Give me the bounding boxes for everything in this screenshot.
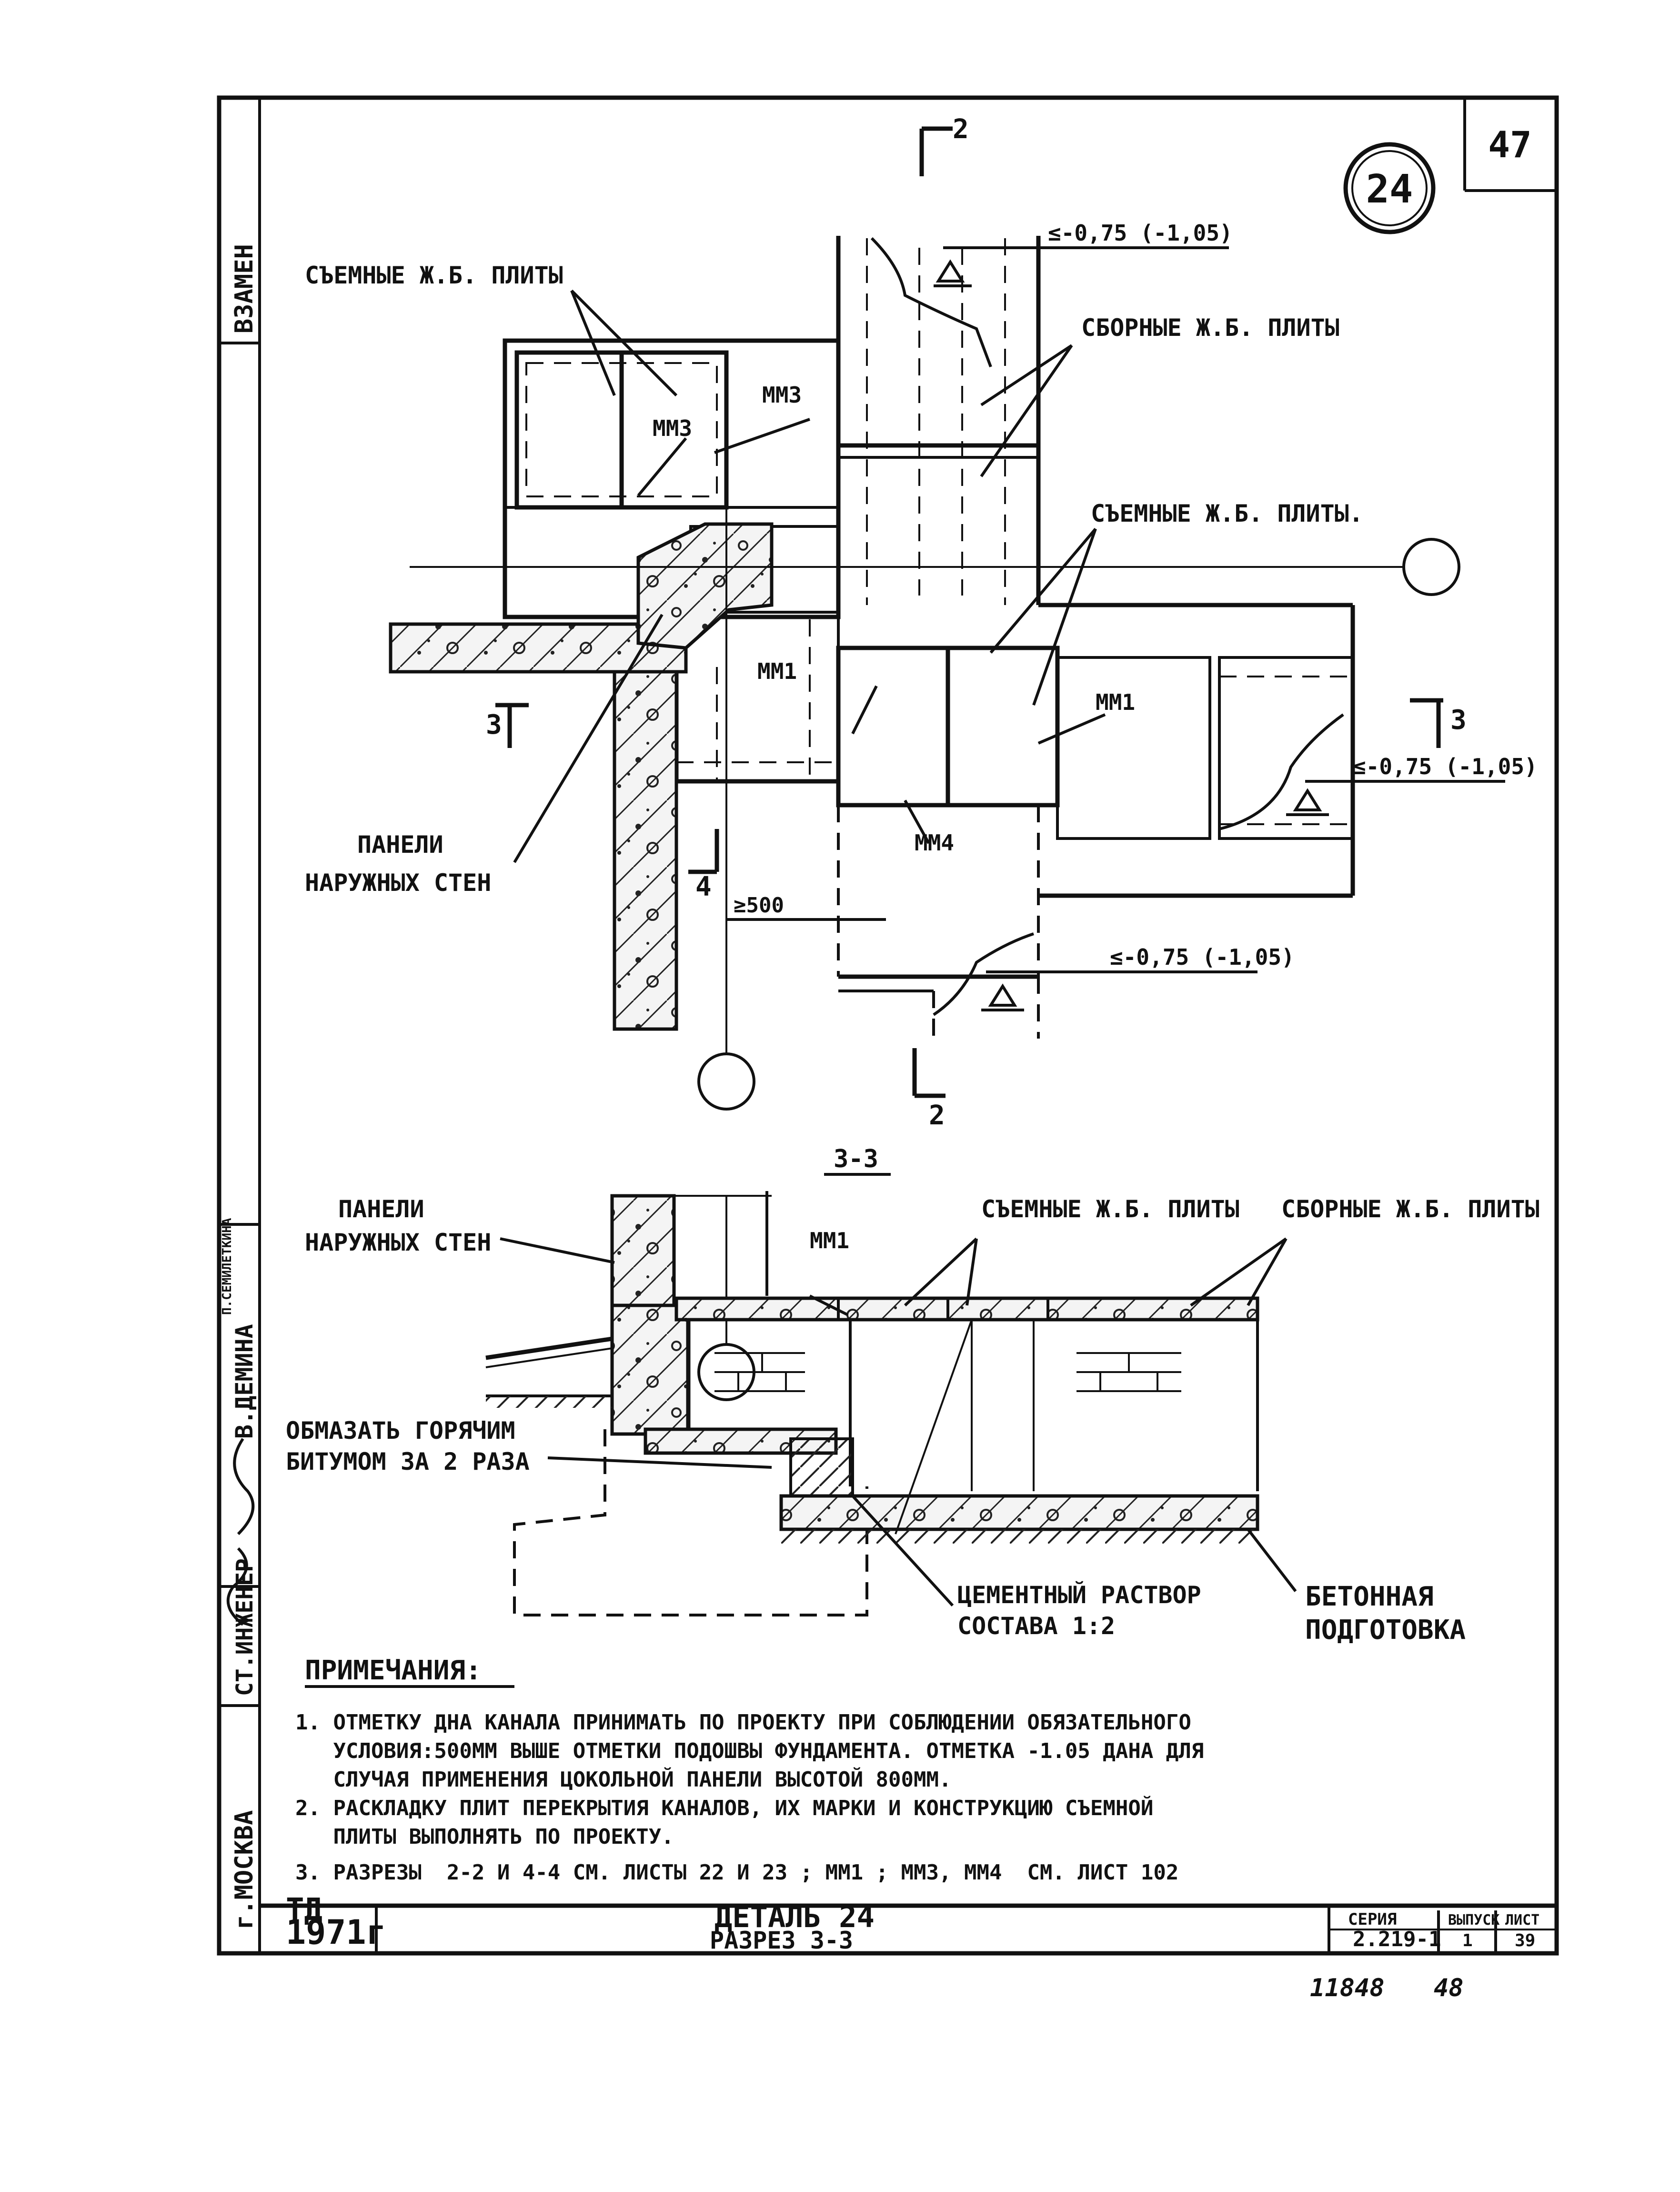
- svg-text:4: 4: [695, 871, 712, 902]
- cut-marker-3-right: 3: [1410, 698, 1467, 748]
- mark-mm4: ММ4: [915, 830, 954, 856]
- svg-text:3: 3: [486, 709, 502, 740]
- detail-badge-number: 24: [1366, 167, 1413, 212]
- cut-marker-2-top: 2: [919, 114, 969, 176]
- mark-mm3-b: ММ3: [762, 382, 802, 408]
- svg-text:≥500: ≥500: [734, 893, 784, 918]
- section-label-removable: СЪЕМНЫЕ Ж.Б. ПЛИТЫ: [981, 1195, 1239, 1223]
- section-label-prefab: СБОРНЫЕ Ж.Б. ПЛИТЫ: [1281, 1195, 1539, 1223]
- stamp-vzamen: ВЗАМЕН: [230, 244, 259, 333]
- section-label-panels-line1: ПАНЕЛИ: [338, 1195, 424, 1223]
- note-line-2: УСЛОВИЯ:500ММ ВЫШЕ ОТМЕТКИ ПОДОШВЫ ФУНДА…: [295, 1739, 1204, 1763]
- title-sheet-value: 39: [1515, 1931, 1535, 1950]
- stamp-author-name: В.ДЕМИНА: [231, 1324, 258, 1439]
- title-line1: ДЕТАЛЬ 24: [714, 1899, 875, 1934]
- wall-panel-vertical: [613, 670, 678, 1031]
- note-line-3: СЛУЧАЯ ПРИМЕНЕНИЯ ЦОКОЛЬНОЙ ПАНЕЛИ ВЫСОТ…: [295, 1767, 952, 1792]
- svg-text:≤-0,75 (-1,05): ≤-0,75 (-1,05): [1353, 754, 1538, 779]
- axis-circle-right: [1402, 538, 1460, 596]
- label-mortar-line2: СОСТАВА 1:2: [957, 1612, 1115, 1640]
- cut-marker-3-left: 3: [486, 703, 529, 748]
- brick-pattern-left: [714, 1352, 805, 1392]
- cut-marker-2-bottom: 2: [912, 1048, 946, 1131]
- title-series-value: 2.219-1: [1353, 1927, 1441, 1951]
- stamp-author-small: П.СЕМИЛЕТКИНА: [220, 1218, 234, 1315]
- label-removable-slabs-mid: СЪЕМНЫЕ Ж.Б. ПЛИТЫ.: [1091, 500, 1363, 527]
- title-issue-label: ВЫПУСК: [1448, 1912, 1499, 1929]
- title-line2: РАЗРЕЗ 3-3: [710, 1927, 853, 1954]
- break-line-right: [1219, 713, 1344, 830]
- label-panels-line2: НАРУЖНЫХ СТЕН: [305, 869, 491, 897]
- brick-pattern-right: [1076, 1352, 1181, 1392]
- stamp-role: СТ.ИНЖЕНЕР: [231, 1558, 258, 1696]
- label-bitumen-line2: БИТУМОМ ЗА 2 РАЗА: [286, 1448, 530, 1475]
- break-line-bottom: [933, 932, 1034, 1016]
- level-mark-bottom: ≤-0,75 (-1,05): [981, 944, 1295, 1011]
- label-concrete-line1: БЕТОННАЯ: [1305, 1581, 1434, 1612]
- level-mark-right: ≤-0,75 (-1,05): [1286, 754, 1538, 816]
- notes-heading: ПРИМЕЧАНИЯ:: [305, 1655, 482, 1686]
- label-removable-slabs-top: СЪЕМНЫЕ Ж.Б. ПЛИТЫ: [305, 262, 563, 289]
- label-panels-line1: ПАНЕЛИ: [357, 831, 443, 859]
- note-line-1: 1. ОТМЕТКУ ДНА КАНАЛА ПРИНИМАТЬ ПО ПРОЕК…: [295, 1710, 1191, 1735]
- axis-circle-bottom: [697, 1052, 755, 1111]
- svg-text:2: 2: [929, 1100, 945, 1131]
- title-year: 1971г: [286, 1913, 386, 1952]
- section-wall-lower: [610, 1303, 690, 1436]
- section-mortar-block: [791, 1439, 853, 1496]
- section-mark-mm1: ММ1: [810, 1228, 849, 1253]
- mark-mm3-a: ММ3: [653, 415, 692, 441]
- section-view: [485, 1191, 1297, 1616]
- section-label-panels-line2: НАРУЖНЫХ СТЕН: [305, 1229, 491, 1256]
- title-series-label: СЕРИЯ: [1348, 1910, 1397, 1929]
- label-concrete-line2: ПОДГОТОВКА: [1305, 1615, 1466, 1646]
- wall-panel-corner: [636, 522, 774, 650]
- note-line-5: ПЛИТЫ ВЫПОЛНЯТЬ ПО ПРОЕКТУ.: [295, 1825, 674, 1849]
- section-wall-upper: [610, 1194, 676, 1307]
- label-bitumen-line1: ОБМАЗАТЬ ГОРЯЧИМ: [286, 1417, 515, 1444]
- plan-view: 2 2 3 3 4 ≤-0,75 (-1,05): [389, 114, 1538, 1401]
- mark-mm1-a: ММ1: [757, 658, 797, 684]
- title-org: ТД: [286, 1892, 322, 1928]
- svg-text:3: 3: [1450, 705, 1467, 736]
- foundation-outline: [513, 1429, 868, 1616]
- svg-text:2: 2: [953, 114, 969, 145]
- cut-marker-4: 4: [688, 829, 719, 902]
- title-sheet-label: ЛИСТ: [1505, 1912, 1539, 1929]
- detail-badge: 24: [1343, 142, 1436, 234]
- stamp-city: г.МОСКВА: [230, 1810, 259, 1929]
- dimension-500: ≥500: [726, 893, 886, 921]
- mark-mm1-b: ММ1: [1096, 689, 1135, 715]
- note-line-6: 3. РАЗРЕЗЫ 2-2 И 4-4 СМ. ЛИСТЫ 22 И 23 ;…: [295, 1860, 1178, 1885]
- break-line-top: [870, 237, 992, 368]
- label-prefab-slabs: СБОРНЫЕ Ж.Б. ПЛИТЫ: [1081, 314, 1339, 342]
- signature-scribble: [226, 1438, 255, 1626]
- bottom-number-right: 48: [1434, 1974, 1464, 2002]
- section-title: 3-3: [834, 1145, 878, 1173]
- label-mortar-line1: ЦЕМЕНТНЫЙ РАСТВОР: [957, 1581, 1201, 1609]
- page-ref: 47: [1488, 123, 1532, 166]
- title-issue-value: 1: [1462, 1931, 1473, 1950]
- plan-right-frame: [1056, 656, 1211, 840]
- svg-text:≤-0,75 (-1,05): ≤-0,75 (-1,05): [1110, 944, 1295, 970]
- note-line-4: 2. РАСКЛАДКУ ПЛИТ ПЕРЕКРЫТИЯ КАНАЛОВ, ИХ…: [295, 1795, 1153, 1820]
- bottom-number-left: 11848: [1310, 1974, 1385, 2002]
- section-concrete-base: [779, 1494, 1259, 1531]
- svg-text:≤-0,75 (-1,05): ≤-0,75 (-1,05): [1048, 220, 1233, 246]
- level-mark-top: ≤-0,75 (-1,05): [934, 220, 1233, 287]
